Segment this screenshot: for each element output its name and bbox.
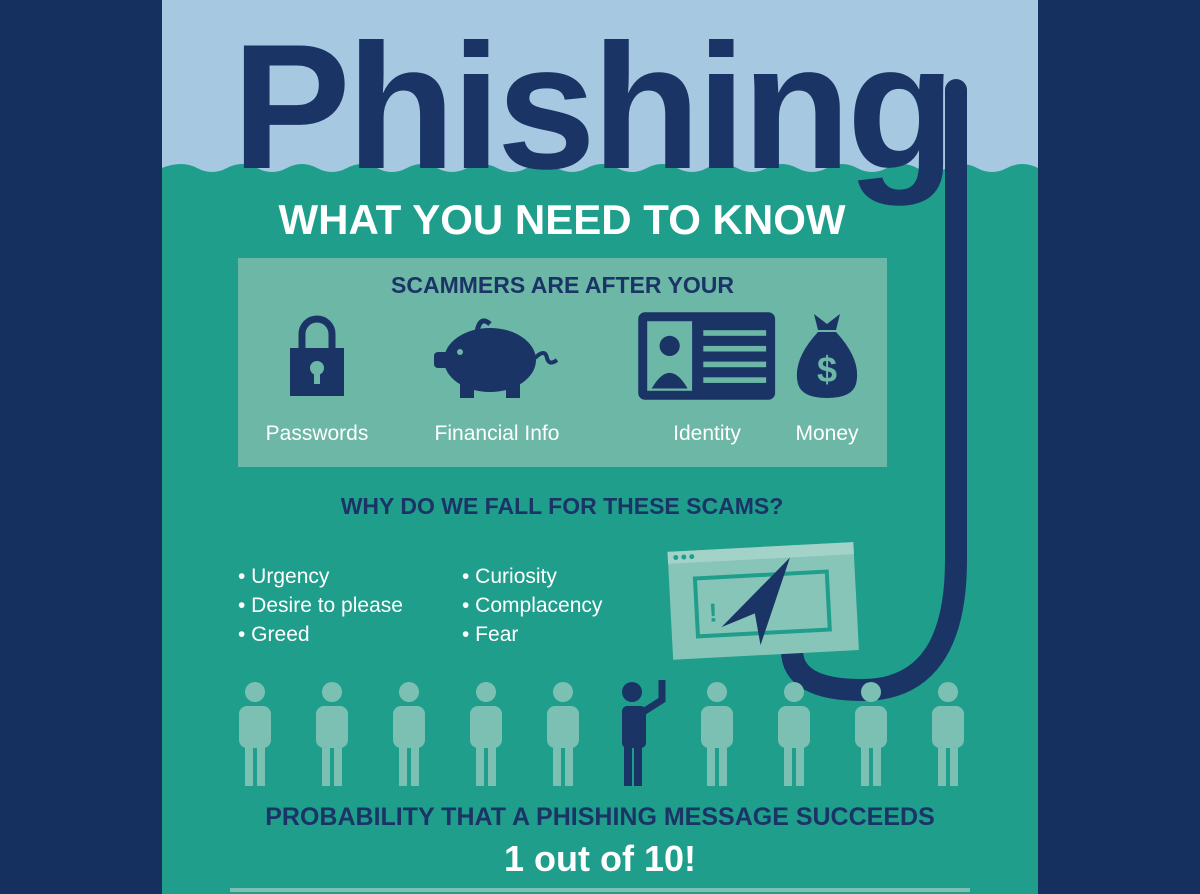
- person-figure: [701, 682, 733, 786]
- target-label: Financial Info: [434, 422, 560, 445]
- person-figure: [316, 682, 348, 786]
- divider: [230, 888, 970, 892]
- reasons-heading: WHY DO WE FALL FOR THESE SCAMS?: [340, 493, 784, 519]
- target-passwords: Passwords: [232, 310, 402, 446]
- person-figure: [932, 682, 964, 786]
- target-money: $ Money: [742, 310, 912, 446]
- reason-item: • Complacency: [462, 594, 603, 617]
- probability-value: 1 out of 10!: [503, 838, 696, 879]
- target-identity: Identity: [622, 310, 792, 446]
- page-title: Phishing: [232, 7, 956, 206]
- target-label: Passwords: [265, 422, 369, 445]
- targets-heading: SCAMMERS ARE AFTER YOUR: [391, 272, 734, 298]
- person-figure: [470, 682, 502, 786]
- people-probability-row: [239, 680, 964, 786]
- subtitle: WHAT YOU NEED TO KNOW: [278, 196, 846, 243]
- id-card-icon: [638, 312, 776, 400]
- padlock-icon: [290, 315, 344, 396]
- person-figure: [393, 682, 425, 786]
- target-financial-info: Financial Info: [412, 310, 582, 446]
- svg-text:!: !: [708, 597, 718, 627]
- reason-item: • Urgency: [238, 565, 330, 588]
- probability-label: PROBABILITY THAT A PHISHING MESSAGE SUCC…: [265, 803, 935, 831]
- person-figure: [547, 682, 579, 786]
- sky-with-waves: [162, 0, 1038, 172]
- reason-item: • Curiosity: [462, 565, 557, 588]
- svg-text:$: $: [817, 349, 837, 390]
- piggy-bank-icon: [434, 318, 559, 398]
- reason-item: • Greed: [238, 623, 310, 646]
- person-figure: [855, 682, 887, 786]
- infographic-poster: Phishing WHAT YOU NEED TO KNOW SCAMMERS …: [162, 0, 1038, 894]
- reasons-list-right: • Curiosity • Complacency • Fear: [462, 562, 602, 649]
- money-bag-icon: $: [796, 314, 858, 398]
- reasons-list-left: • Urgency • Desire to please • Greed: [238, 562, 403, 649]
- reason-item: • Desire to please: [238, 594, 403, 617]
- targets-panel: SCAMMERS ARE AFTER YOUR Passwords Financ…: [238, 258, 887, 467]
- person-figure: [239, 682, 271, 786]
- target-label: Identity: [673, 422, 741, 445]
- person-figure: [778, 682, 810, 786]
- person-figure-victim: [622, 680, 666, 786]
- reason-item: • Fear: [462, 623, 519, 646]
- target-label: Money: [795, 422, 859, 445]
- phishing-browser-window-icon: !: [667, 542, 859, 660]
